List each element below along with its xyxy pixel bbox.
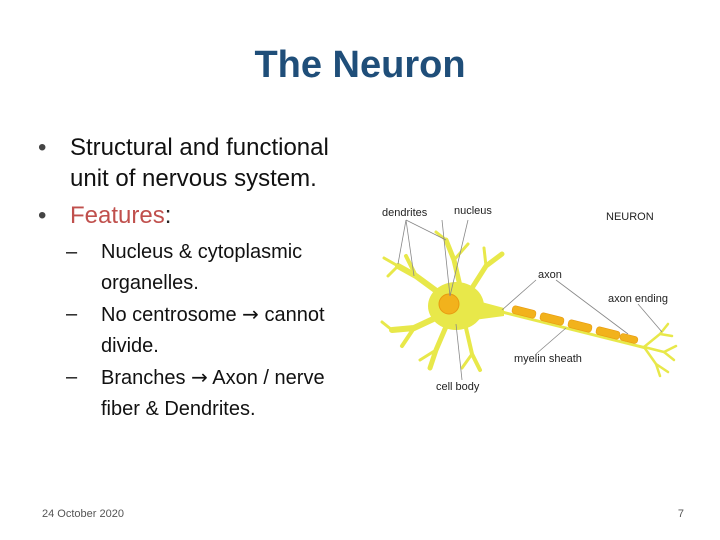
sub-bullet-text-before: Branches [101, 367, 192, 389]
sub-bullet-dash: – [66, 303, 78, 325]
nucleus-label: nucleus [454, 205, 492, 217]
dendrites-graphic [380, 230, 505, 372]
page-number: 7 [677, 508, 684, 520]
dendrites-label: dendrites [382, 207, 428, 219]
sub-bullet-list: – Nucleus & cytoplasmic organelles. – No… [38, 237, 358, 425]
myelin-sheath-graphic [511, 305, 639, 344]
sub-bullet-text-after: Axon / nerve fiber & Dendrites. [101, 367, 325, 420]
slide-title: The Neuron [254, 44, 466, 86]
myelin-sheath-label: myelin sheath [514, 353, 582, 365]
neuron-label: NEURON [606, 211, 654, 223]
axon-ending-label: axon ending [608, 293, 668, 305]
bullet-features: • Features: [38, 200, 358, 231]
sub-bullet-dash: – [66, 241, 78, 263]
neuron-diagram: dendrites nucleus NEURON axon axon endin… [380, 205, 678, 393]
leader-lines [397, 219, 663, 381]
cell-body-label: cell body [436, 381, 480, 393]
sub-bullet-dash: – [66, 366, 78, 388]
axon-label: axon [538, 269, 562, 281]
nucleus-graphic [438, 293, 460, 315]
sub-bullet-text: Nucleus & cytoplasmic organelles. [101, 241, 303, 294]
features-colon: : [164, 202, 172, 229]
arrow-right-icon: → [191, 365, 208, 389]
features-label: Features [70, 202, 165, 229]
footer-date: 24 October 2020 [42, 508, 124, 520]
sub-bullet-centrosome: – No centrosome → cannot divide. [66, 299, 358, 362]
bullet-structural: • Structural and functional unit of nerv… [38, 132, 358, 194]
sub-bullet-branches: – Branches → Axon / nerve fiber & Dendri… [66, 362, 358, 425]
arrow-right-icon: → [242, 302, 259, 326]
bullet-list: • Structural and functional unit of nerv… [38, 132, 358, 425]
sub-bullet-text-before: No centrosome [101, 304, 243, 326]
bullet-dot: • [38, 202, 47, 229]
sub-bullet-nucleus: – Nucleus & cytoplasmic organelles. [66, 237, 358, 299]
bullet-text: Structural and functional unit of nervou… [70, 134, 329, 192]
axon-ending-graphic [642, 322, 678, 378]
bullet-dot: • [38, 134, 47, 161]
sub-bullet-text-after: cannot divide. [101, 304, 325, 357]
